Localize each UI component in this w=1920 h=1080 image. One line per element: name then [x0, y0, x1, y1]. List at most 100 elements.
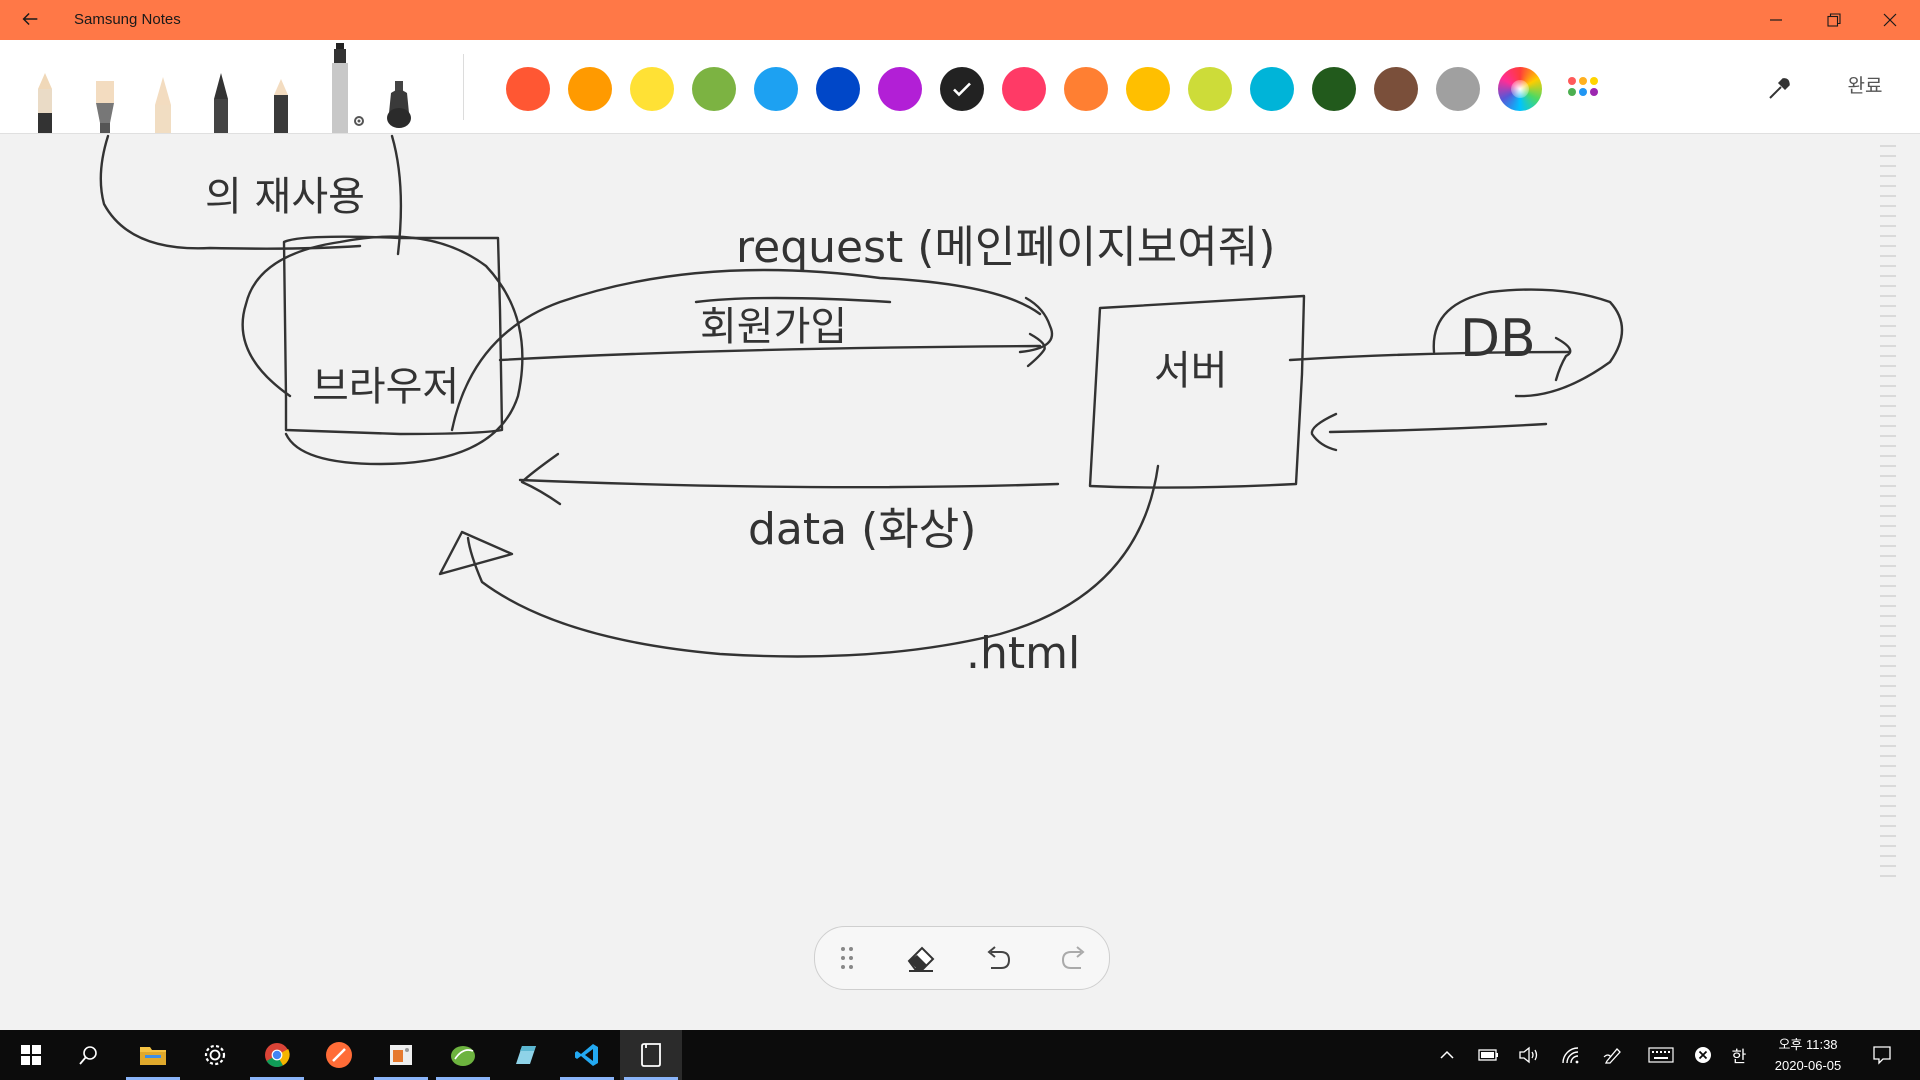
action-center-icon[interactable] [1862, 1030, 1902, 1080]
settings-icon[interactable] [184, 1030, 246, 1080]
request-arc [450, 268, 1042, 432]
color-swatch-amber[interactable] [1126, 67, 1170, 111]
color-swatch-red[interactable] [506, 67, 550, 111]
color-swatch-purple[interactable] [878, 67, 922, 111]
brush-icon[interactable] [90, 43, 120, 133]
request-underline [694, 296, 892, 304]
eyedropper-icon[interactable] [1764, 74, 1794, 104]
running-indicator [624, 1077, 678, 1080]
color-swatch-brown[interactable] [1374, 67, 1418, 111]
color-swatch-cyan[interactable] [1250, 67, 1294, 111]
server-to-db-arrowhead [1554, 336, 1572, 382]
color-swatch-lime[interactable] [1188, 67, 1232, 111]
chrome-icon[interactable] [246, 1030, 308, 1080]
handwriting-browser: 브라우저 [312, 364, 459, 410]
redo-icon[interactable] [1057, 940, 1093, 976]
more-colors-icon[interactable] [1565, 73, 1601, 109]
eraser-icon[interactable] [903, 940, 939, 976]
handwriting-db: DB [1460, 309, 1536, 369]
windows-taskbar: 한 오후 11:38 2020-06-05 [0, 1030, 1920, 1080]
volume-icon[interactable] [1512, 1030, 1546, 1080]
data-return-arrowhead [520, 452, 562, 506]
photo-app-icon[interactable] [370, 1030, 432, 1080]
file-explorer-icon[interactable] [122, 1030, 184, 1080]
fountain-pen-icon[interactable] [30, 43, 60, 133]
search-icon[interactable] [58, 1030, 120, 1080]
calligraphy-pen-icon[interactable] [266, 43, 296, 133]
minimize-icon[interactable] [1748, 0, 1804, 40]
handwriting-signup: 회원가입 [700, 304, 847, 350]
page-scroll-ruler[interactable] [1878, 144, 1898, 878]
highlighter-settings-icon[interactable] [324, 43, 364, 133]
pen-workspace-icon[interactable] [1596, 1030, 1630, 1080]
running-indicator [374, 1077, 428, 1080]
marker-icon[interactable] [382, 43, 416, 133]
color-swatch-green[interactable] [692, 67, 736, 111]
color-swatch-dark-green[interactable] [1312, 67, 1356, 111]
title-bar: Samsung Notes [0, 0, 1920, 40]
clock-date: 2020-06-05 [1774, 1058, 1842, 1073]
spring-tool-suite-icon[interactable] [432, 1030, 494, 1080]
color-swatch-light-orange[interactable] [1064, 67, 1108, 111]
handwriting-server: 서버 [1154, 348, 1228, 394]
color-swatch-orange[interactable] [568, 67, 612, 111]
top-bubble-outline [99, 134, 362, 250]
restore-icon[interactable] [1806, 0, 1862, 40]
window-title: Samsung Notes [74, 11, 181, 28]
touch-keyboard-icon[interactable] [1644, 1030, 1678, 1080]
back-arrow-icon[interactable] [18, 8, 42, 32]
server-box [1088, 294, 1306, 489]
signup-arrowhead [1026, 332, 1046, 368]
db-to-server-arrowhead [1310, 412, 1338, 452]
color-swatch-sky-blue[interactable] [754, 67, 798, 111]
server-to-db-line [1288, 350, 1572, 362]
running-indicator [250, 1077, 304, 1080]
clock[interactable]: 오후 11:38 2020-06-05 [1762, 1034, 1854, 1076]
running-indicator [560, 1077, 614, 1080]
toolbar-divider [463, 54, 464, 120]
handwriting-html: .html [966, 628, 1080, 679]
data-return-line [518, 478, 1060, 489]
handwriting-top-fragment: 의 재사용 [205, 174, 365, 220]
postman-icon[interactable] [308, 1030, 370, 1080]
pen-toolbar: 완료 [0, 40, 1920, 134]
close-circle-icon[interactable] [1686, 1030, 1720, 1080]
color-wheel-icon[interactable] [1498, 67, 1542, 111]
signup-arrow-line [498, 344, 1042, 362]
html-arc-triangle [438, 530, 514, 576]
color-wheel-center [1511, 80, 1529, 98]
windows-start-icon[interactable] [0, 1030, 62, 1080]
color-swatch-black-selected[interactable] [940, 67, 984, 111]
clock-time: 오후 11:38 [1778, 1037, 1838, 1052]
show-hidden-icons-chevron-icon[interactable] [1432, 1030, 1462, 1080]
running-indicator [126, 1077, 180, 1080]
note-canvas[interactable]: 의 재사용 request (메인페이지보여줘) 회원가입 브라우저 서버 DB… [0, 134, 1920, 1030]
color-swatch-pink[interactable] [1002, 67, 1046, 111]
color-swatch-blue[interactable] [816, 67, 860, 111]
top-bubble-right-stroke [390, 134, 403, 256]
ime-indicator[interactable]: 한 [1731, 1049, 1747, 1066]
battery-icon[interactable] [1472, 1030, 1506, 1080]
browser-circle [241, 235, 524, 466]
checkmark-icon [953, 82, 971, 97]
handwriting-data: data (화상) [748, 504, 976, 555]
running-indicator [436, 1077, 490, 1080]
notepad-plus-icon[interactable] [494, 1030, 556, 1080]
handwritten-diagram: 의 재사용 request (메인페이지보여줘) 회원가입 브라우저 서버 DB… [99, 134, 1624, 679]
done-button[interactable]: 완료 [1847, 76, 1883, 97]
vscode-icon[interactable] [556, 1030, 618, 1080]
browser-box [282, 235, 504, 436]
db-to-server-line [1328, 422, 1548, 434]
close-icon[interactable] [1862, 0, 1918, 40]
wifi-icon[interactable] [1554, 1030, 1588, 1080]
html-arc [466, 464, 1160, 658]
samsung-notes-taskbar-icon[interactable] [620, 1030, 682, 1080]
ballpoint-pen-icon[interactable] [206, 43, 236, 133]
color-swatch-gray[interactable] [1436, 67, 1480, 111]
drag-handle-icon[interactable] [829, 940, 865, 976]
color-swatch-yellow[interactable] [630, 67, 674, 111]
undo-icon[interactable] [979, 940, 1015, 976]
handwriting-request: request (메인페이지보여줘) [736, 222, 1275, 273]
pencil-icon[interactable] [148, 43, 178, 133]
floating-tool-bar [814, 926, 1110, 990]
